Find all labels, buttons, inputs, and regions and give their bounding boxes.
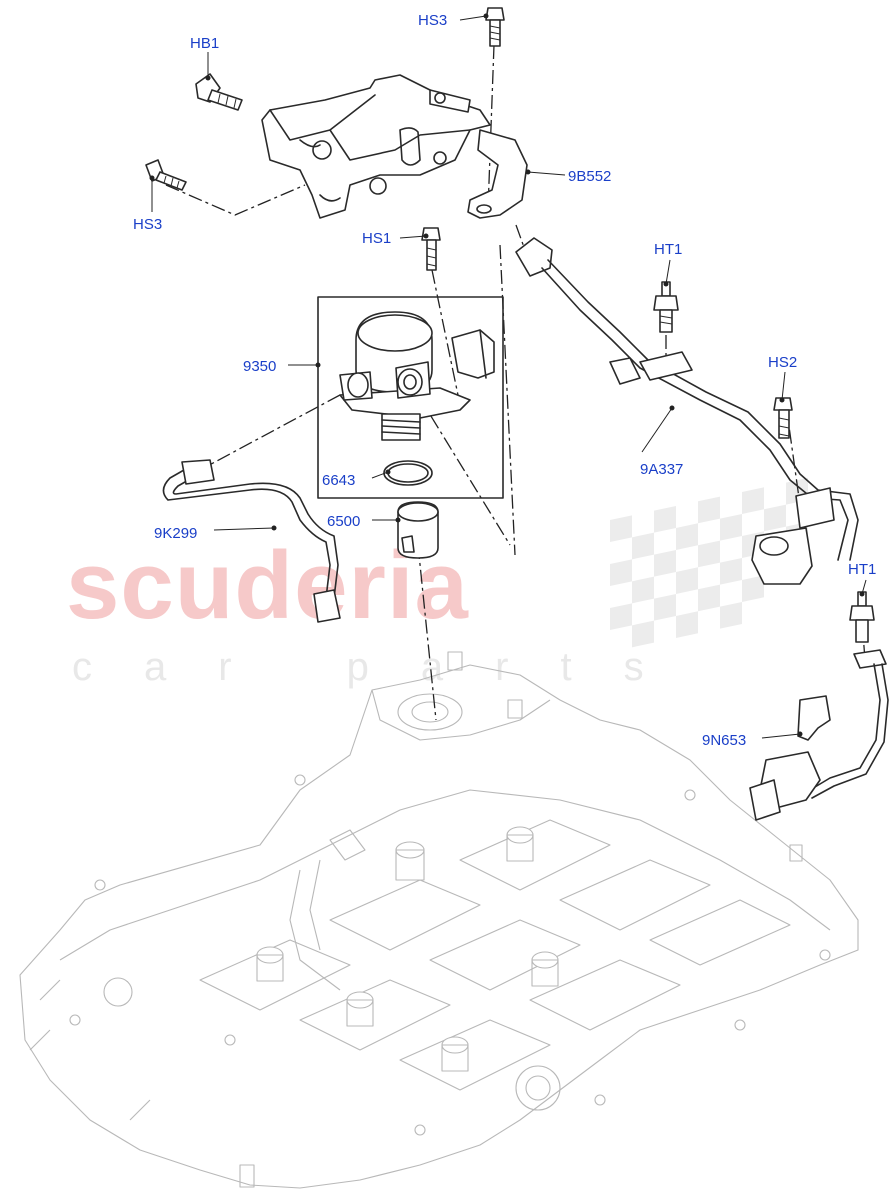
label-hs2[interactable]: HS2 bbox=[768, 354, 797, 371]
watermark-tagline: car parts bbox=[72, 645, 696, 689]
bolt-hs3-top[interactable] bbox=[485, 7, 505, 47]
fuel-line-9a337[interactable] bbox=[515, 237, 859, 585]
cylinder-head-ghost bbox=[19, 651, 859, 1189]
label-9n653[interactable]: 9N653 bbox=[702, 732, 746, 749]
label-9350[interactable]: 9350 bbox=[243, 358, 276, 375]
label-6500[interactable]: 6500 bbox=[327, 513, 360, 530]
label-ht1-lower[interactable]: HT1 bbox=[848, 561, 876, 578]
fuel-pipe-9k299[interactable] bbox=[162, 459, 341, 623]
leader-lines bbox=[149, 13, 867, 739]
label-hs3-left[interactable]: HS3 bbox=[133, 216, 162, 233]
seal-6643[interactable] bbox=[383, 460, 433, 486]
label-9b552[interactable]: 9B552 bbox=[568, 168, 611, 185]
bolt-ht1-top[interactable] bbox=[653, 281, 679, 333]
bolt-hs3-left[interactable] bbox=[145, 159, 187, 191]
bolt-hs2[interactable] bbox=[773, 397, 793, 439]
pump-9350[interactable] bbox=[339, 311, 495, 441]
label-hs1[interactable]: HS1 bbox=[362, 230, 391, 247]
bolt-ht1-lower[interactable] bbox=[849, 591, 875, 643]
bracket-9b552[interactable] bbox=[261, 74, 528, 219]
tappet-6500[interactable] bbox=[397, 501, 439, 559]
label-9k299[interactable]: 9K299 bbox=[154, 525, 197, 542]
callout-labels: HS3 HB1 HS3 9B552 HS1 HT1 9350 HS2 9A337… bbox=[133, 12, 876, 749]
label-ht1-top[interactable]: HT1 bbox=[654, 241, 682, 258]
label-9a337[interactable]: 9A337 bbox=[640, 461, 683, 478]
label-6643[interactable]: 6643 bbox=[322, 472, 355, 489]
bolt-hb1[interactable] bbox=[195, 73, 243, 111]
sensor-harness-9n653[interactable] bbox=[749, 649, 889, 821]
pump-box-9350 bbox=[317, 296, 504, 499]
label-hb1[interactable]: HB1 bbox=[190, 35, 219, 52]
label-hs3-top[interactable]: HS3 bbox=[418, 12, 447, 29]
